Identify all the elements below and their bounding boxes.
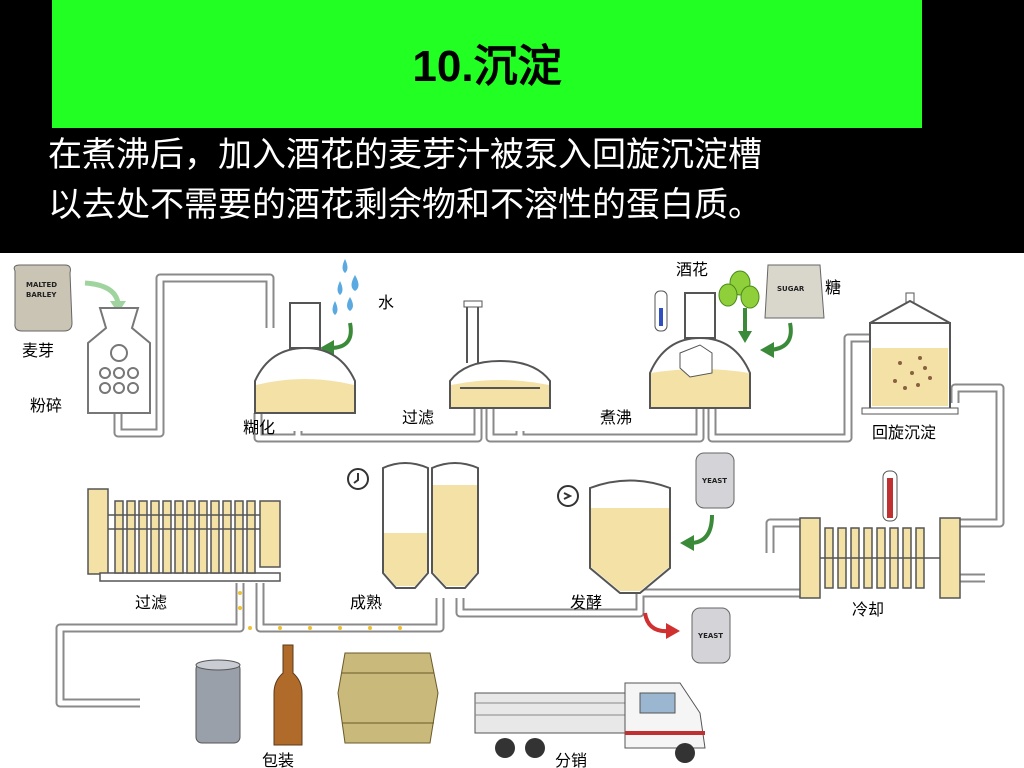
label-whirlpool: 回旋沉淀 bbox=[872, 423, 936, 442]
keg-icon bbox=[337, 652, 439, 744]
label-filter2: 过滤 bbox=[135, 593, 167, 612]
thermometer-icon bbox=[654, 290, 668, 332]
label-boil: 煮沸 bbox=[600, 408, 632, 427]
malt-arrow-icon bbox=[84, 280, 121, 304]
label-sugar: 糖 bbox=[825, 278, 841, 297]
page-title: 10.沉淀 bbox=[412, 42, 562, 91]
maturation-tanks-icon bbox=[382, 462, 479, 589]
label-crush: 粉碎 bbox=[30, 396, 62, 415]
label-hops: 酒花 bbox=[676, 260, 708, 279]
description-line-1: 在煮沸后，加入酒花的麦芽汁被泵入回旋沉淀槽 bbox=[48, 135, 762, 175]
label-cooling: 冷却 bbox=[852, 600, 884, 619]
svg-text:SUGAR: SUGAR bbox=[777, 285, 805, 293]
mill-icon bbox=[87, 307, 151, 414]
clock-icon-ferment bbox=[557, 485, 579, 507]
boil-kettle-icon bbox=[649, 292, 751, 409]
malt-sack-icon: MALTED BARLEY bbox=[13, 264, 73, 332]
bottle-icon bbox=[273, 644, 303, 746]
sugar-sack-icon: SUGAR bbox=[764, 264, 825, 319]
lauter-tun-icon bbox=[449, 300, 551, 409]
fermentation-tank-icon bbox=[589, 479, 671, 594]
mash-tun-icon bbox=[254, 302, 356, 414]
description: 在煮沸后，加入酒花的麦芽汁被泵入回旋沉淀槽 以去处不需要的酒花剩余物和不溶性的蛋… bbox=[48, 130, 1018, 230]
brewing-process-diagram: MALTED BARLEY 麦芽 粉碎 水 糊化 过滤 酒花 bbox=[0, 253, 1024, 768]
label-distribution: 分销 bbox=[555, 751, 587, 768]
malted-text-1: MALTED bbox=[26, 281, 57, 289]
label-filter1: 过滤 bbox=[402, 408, 434, 427]
yeast-jar-bottom-icon: YEAST bbox=[691, 607, 731, 664]
hops-icon bbox=[718, 270, 760, 309]
plate-filter-icon bbox=[87, 488, 281, 582]
title-bar: 10.沉淀 bbox=[52, 0, 922, 128]
thermometer-red-icon bbox=[882, 470, 898, 522]
label-mash: 糊化 bbox=[243, 418, 275, 437]
label-malt: 麦芽 bbox=[22, 341, 54, 360]
label-maturation: 成熟 bbox=[350, 593, 382, 612]
pipes bbox=[55, 273, 1005, 708]
svg-text:YEAST: YEAST bbox=[701, 477, 727, 485]
label-fermentation: 发酵 bbox=[570, 593, 602, 612]
clock-icon-mature bbox=[347, 468, 369, 490]
whirlpool-tank-icon bbox=[861, 292, 959, 415]
svg-text:YEAST: YEAST bbox=[697, 632, 723, 640]
water-drops-icon bbox=[332, 259, 359, 315]
malted-text-2: BARLEY bbox=[26, 291, 57, 299]
can-icon bbox=[195, 659, 241, 744]
truck-icon bbox=[474, 682, 706, 763]
label-packaging: 包装 bbox=[262, 751, 294, 768]
label-water: 水 bbox=[378, 293, 394, 312]
description-line-2: 以去处不需要的酒花剩余物和不溶性的蛋白质。 bbox=[48, 185, 762, 225]
cooler-icon bbox=[799, 517, 961, 599]
yeast-jar-top-icon: YEAST bbox=[695, 452, 735, 509]
